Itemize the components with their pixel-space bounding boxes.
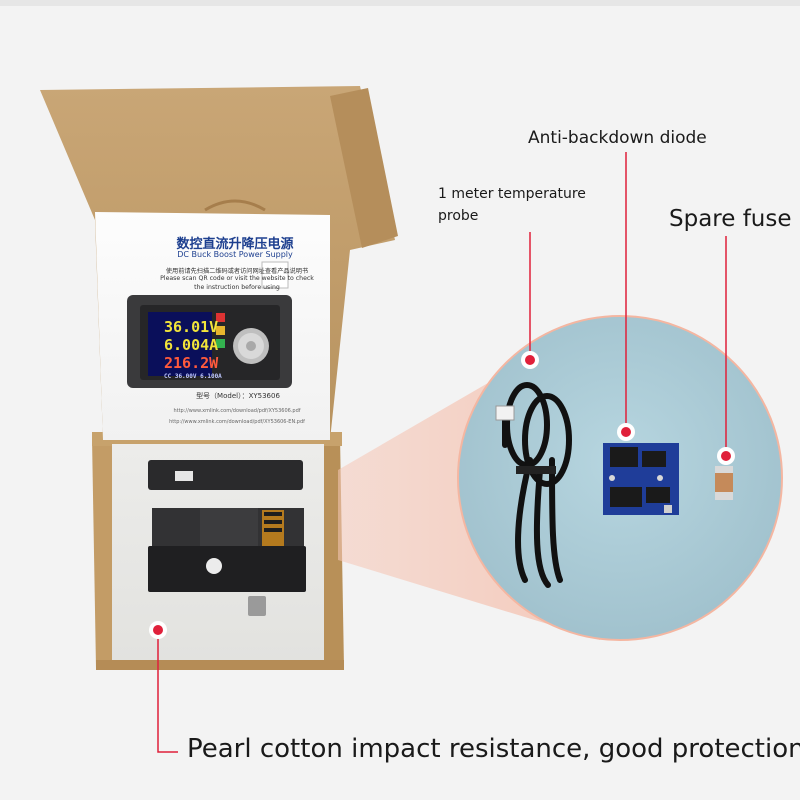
card-title: 数控直流升降压电源 — [176, 237, 294, 252]
lcd-power: 216.2W — [164, 354, 219, 372]
power-module — [148, 460, 306, 616]
lcd-voltage: 36.01V — [164, 318, 219, 336]
card-subtitle: DC Buck Boost Power Supply — [177, 250, 293, 259]
lcd-footer: CC 36.00V 6.100A — [164, 373, 222, 380]
card-url: http://www.xmlink.com/download/pdf/XY536… — [169, 419, 305, 425]
spare-fuse — [715, 466, 733, 500]
instruction-card — [95, 212, 330, 440]
card-instruction-line: the instruction before using — [194, 284, 280, 291]
callout-anti-backdown-diode: Anti-backdown diode — [528, 128, 707, 148]
card-model: 型号（Model）：XY53606 — [196, 392, 280, 400]
accessory-detail-circle — [457, 315, 783, 641]
card-instruction-line: Please scan QR code or visit the website… — [160, 275, 314, 282]
callout-pearl-cotton: Pearl cotton impact resistance, good pro… — [187, 734, 800, 764]
card-url: http://www.xmlink.com/download/pdf/XY536… — [173, 408, 301, 414]
anti-backdown-diode-board — [603, 443, 679, 515]
callout-markers — [149, 351, 735, 639]
callout-leaders — [157, 152, 727, 753]
lcd-current: 6.004A — [164, 336, 219, 354]
callout-spare-fuse: Spare fuse — [669, 206, 792, 232]
callout-temperature-probe: 1 meter temperature probe — [438, 186, 586, 224]
card-instruction-line: 使用前请先扫描二维码或者访问网址查看产品说明书 — [165, 268, 309, 275]
temperature-probe — [502, 382, 572, 588]
